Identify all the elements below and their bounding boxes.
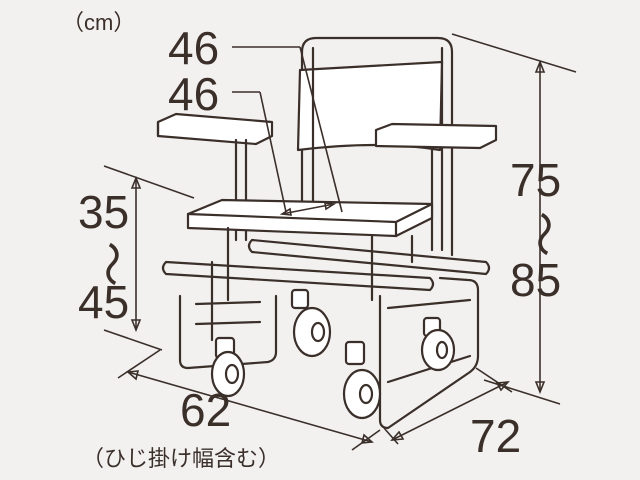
- seat-depth-label: 46: [168, 68, 219, 120]
- right-armrest-pad: [374, 122, 498, 150]
- depth-label: 72: [470, 410, 521, 462]
- base-right-bar-b: [386, 354, 472, 384]
- seat-height-ext-bottom: [103, 329, 163, 351]
- unit-label: （cm）: [62, 10, 135, 35]
- width-label: 62: [180, 384, 231, 436]
- seat-height-min-label: 35: [78, 186, 129, 238]
- caster-rear-left: [290, 288, 332, 358]
- seat-height-ext-top: [103, 165, 195, 199]
- total-height-min-label: 75: [510, 154, 561, 206]
- width-dim-line: [127, 371, 373, 443]
- seat-height-arrow-top: [130, 175, 142, 189]
- total-height-arrow-top: [534, 59, 546, 73]
- seat-width-arrowhead-b: [324, 202, 337, 211]
- total-height-arrow-bottom: [534, 381, 546, 395]
- back-height-label: 46: [168, 22, 219, 74]
- width-note: （ひじ掛け幅含む）: [82, 446, 280, 471]
- dimension-lines: [103, 33, 577, 451]
- width-arrow-left: [126, 370, 140, 381]
- shower-wheelchair-drawing: [156, 36, 498, 430]
- seat-height-tilde: ～: [85, 241, 137, 287]
- total-height-ext-bottom: [483, 379, 561, 405]
- depth-arrow-left: [390, 430, 405, 441]
- seat-height-max-label: 45: [78, 276, 129, 328]
- depth-dim-line: [391, 381, 509, 441]
- back-height-line: [299, 46, 343, 213]
- caster-front-right: [342, 340, 382, 420]
- caster-front-left: [210, 336, 246, 398]
- right-side-rail: [247, 238, 491, 276]
- seat-width-arrowhead-a: [279, 207, 292, 216]
- base-right-bar-a: [386, 298, 472, 310]
- total-height-ext-top: [451, 33, 577, 73]
- width-ext-left: [117, 349, 161, 379]
- depth-arrow-right: [495, 381, 510, 392]
- backrest-frame: [300, 36, 454, 257]
- width-arrow-right: [360, 433, 374, 444]
- seat-depth-line: [259, 91, 287, 213]
- base-frame-right: [378, 276, 480, 430]
- total-height-tilde: ～: [517, 211, 569, 257]
- seat-height-arrow-bottom: [130, 319, 142, 333]
- depth-ext-right: [475, 367, 513, 393]
- depth-ext-left: [383, 427, 399, 445]
- seat-side-edge: [394, 202, 434, 224]
- base-crossbar-b: [194, 320, 262, 326]
- total-height-max-label: 85: [510, 254, 561, 306]
- caster-rear-right: [420, 316, 456, 372]
- base-crossbar-a: [194, 300, 262, 306]
- seat-front-edge: [186, 212, 398, 224]
- left-side-rail: [161, 260, 435, 292]
